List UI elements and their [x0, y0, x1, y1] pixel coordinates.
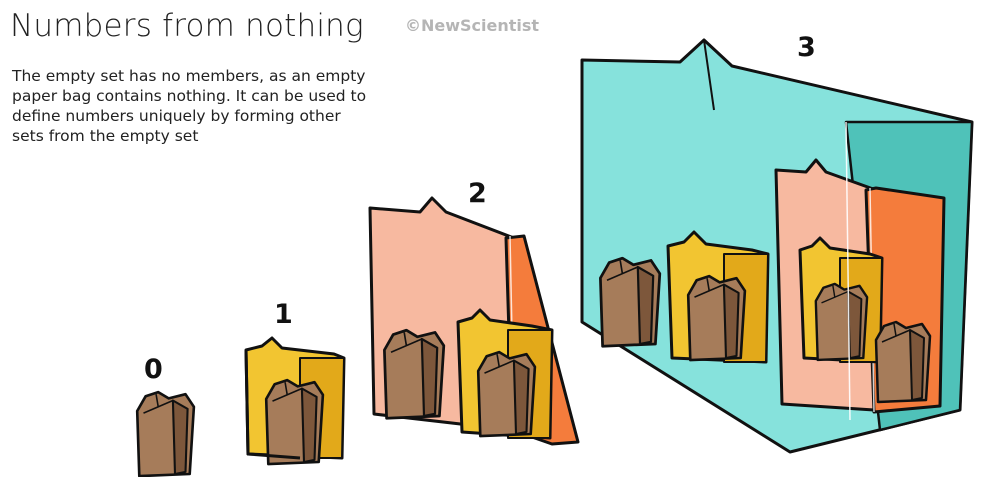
label-one: 1: [274, 299, 293, 330]
set-two: [370, 198, 578, 444]
label-zero: 0: [144, 354, 163, 385]
yellow-bag-in-three: [668, 232, 768, 362]
set-zero: [137, 392, 194, 476]
empty-bag: [137, 392, 194, 476]
set-one: [246, 338, 344, 464]
pink-bag-in-three: [776, 160, 944, 412]
label-three: 3: [797, 32, 816, 63]
set-three: [582, 40, 972, 452]
yellow-bag-in-two: [458, 310, 552, 438]
label-two: 2: [468, 178, 487, 209]
